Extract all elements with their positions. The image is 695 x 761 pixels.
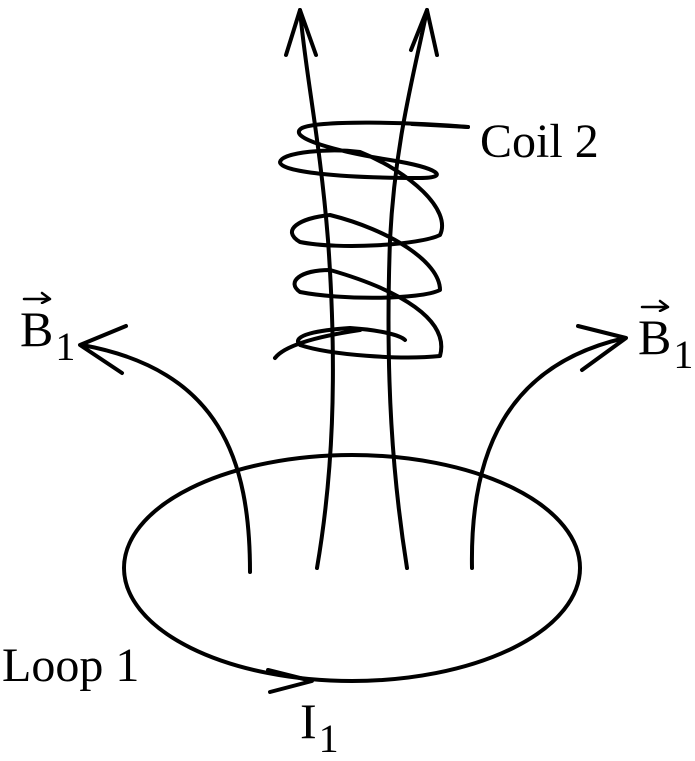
field-line-left-arrowhead-icon: [78, 324, 128, 375]
field-line-center-left: [298, 8, 335, 570]
coil-2: [273, 120, 470, 360]
field-label-left: B 1: [20, 291, 75, 367]
field-line-right-arrowhead-icon: [576, 324, 628, 372]
loop-1: [122, 453, 582, 683]
current-label: I1: [300, 693, 339, 761]
field-label-right: B 1: [638, 299, 693, 375]
field-line-center-right: [386, 8, 429, 570]
field-line-center-right-arrowhead-icon: [409, 8, 439, 57]
field-line-center-left-arrowhead-icon: [284, 8, 318, 57]
coil-label: Coil 2: [480, 115, 599, 168]
vector-arrow-icon: [640, 299, 670, 312]
field-line-right: [469, 336, 627, 570]
loop-label: Loop 1: [2, 639, 140, 692]
vector-arrow-icon: [22, 291, 52, 304]
coil-label-pointer: [410, 122, 470, 129]
field-line-left: [80, 343, 252, 574]
current-arrow-icon: [266, 668, 314, 694]
